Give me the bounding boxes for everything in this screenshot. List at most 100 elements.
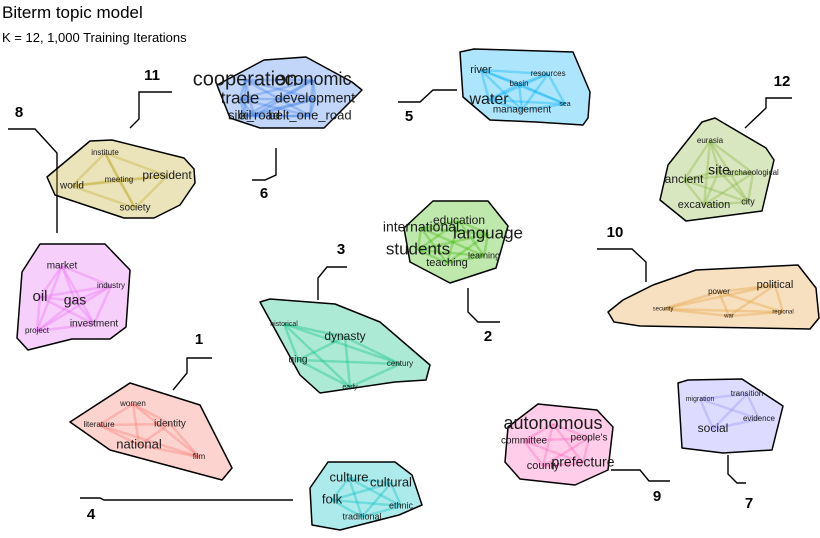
topic-word: oil (32, 288, 47, 305)
biterm-edge (138, 443, 200, 459)
topic-word: transition (731, 389, 763, 398)
topic-hull-7 (677, 378, 784, 454)
topic-word: site (708, 162, 730, 178)
topic-number-label: 11 (144, 67, 160, 84)
topic-leader-line-12 (744, 97, 792, 129)
topic-leader-line-4 (80, 497, 293, 501)
biterm-edge (683, 171, 754, 182)
biterm-edge (520, 73, 550, 111)
topic-word: evidence (743, 414, 776, 423)
biterm-edge (682, 140, 712, 181)
topic-number-label: 5 (405, 108, 413, 125)
topic-word: gas (64, 292, 87, 308)
topic-hull-11 (46, 139, 196, 219)
biterm-edge (708, 140, 721, 172)
topic-number-label: 2 (484, 328, 492, 345)
biterm-edge (420, 226, 489, 236)
topic-leader-line-9 (611, 469, 670, 482)
topic-word: migration (686, 396, 715, 403)
biterm-edge (244, 78, 311, 118)
biterm-edge (546, 73, 567, 105)
biterm-edge (38, 265, 64, 298)
topic-leader-line-2 (467, 288, 500, 323)
topic-word: identity (154, 419, 186, 430)
biterm-edge (389, 482, 403, 507)
biterm-edge (361, 482, 392, 518)
biterm-edge (517, 83, 524, 111)
biterm-edge (169, 423, 200, 458)
biterm-edge (683, 169, 720, 182)
biterm-edge (244, 97, 316, 118)
biterm-edge (39, 284, 112, 299)
topic-word: management (493, 105, 552, 116)
topic-word: century (387, 359, 413, 368)
biterm-edge (480, 68, 520, 86)
biterm-edge (717, 291, 731, 317)
biterm-edge (71, 174, 168, 188)
biterm-edge (728, 310, 784, 318)
topic-word: basin (509, 79, 528, 88)
topic-word: power (708, 287, 730, 296)
biterm-edge (244, 78, 314, 118)
biterm-edge (662, 290, 720, 311)
topic-word: traditional (342, 511, 381, 521)
biterm-edge (703, 200, 749, 207)
biterm-edge (718, 169, 754, 175)
biterm-edge (282, 323, 300, 361)
topic-word: teaching (426, 257, 468, 269)
biterm-edge (552, 423, 584, 464)
biterm-edge (349, 362, 401, 389)
biterm-edge (420, 226, 485, 258)
topic-word: trade (221, 88, 260, 107)
topic-word: ancient (665, 172, 704, 186)
biterm-edge (118, 174, 168, 182)
topic-hull-5 (459, 48, 591, 126)
topic-word: early (342, 384, 358, 391)
biterm-edge (746, 172, 755, 203)
biterm-edge (244, 78, 316, 101)
biterm-edge (445, 220, 461, 264)
biterm-edge (297, 358, 351, 389)
topic-word: cultural (370, 474, 412, 489)
biterm-edge (446, 232, 489, 265)
biterm-edge (344, 335, 401, 366)
biterm-edge (253, 97, 316, 118)
biterm-edge (331, 481, 392, 502)
biterm-edge (728, 283, 776, 318)
biterm-edge (523, 439, 584, 465)
biterm-edge (523, 422, 554, 443)
biterm-edge (74, 300, 95, 325)
topic-number-label: 7 (745, 495, 753, 512)
topic-number-label: 8 (15, 104, 23, 121)
topic-word: regional (772, 310, 793, 316)
topic-word: investment (70, 319, 119, 330)
biterm-edge (488, 72, 549, 102)
biterm-edge (238, 79, 247, 100)
biterm-edge (541, 423, 555, 467)
biterm-edge (662, 307, 730, 318)
biterm-edge (542, 436, 590, 468)
biterm-edge (283, 322, 346, 339)
biterm-edge (446, 254, 485, 265)
topic-word: institute (91, 148, 119, 157)
topic-word: dynasty (324, 329, 365, 343)
biterm-edge (117, 179, 137, 209)
topic-leader-line-7 (727, 455, 746, 484)
topic-hull-8 (16, 243, 131, 351)
topic-word: committee (501, 436, 548, 447)
biterm-edge (773, 284, 785, 313)
biterm-edge (348, 476, 392, 485)
biterm-edge (662, 307, 784, 314)
biterm-edge (35, 265, 64, 332)
biterm-edge (308, 98, 317, 117)
biterm-edge (662, 283, 776, 311)
topic-word: world (59, 181, 84, 192)
